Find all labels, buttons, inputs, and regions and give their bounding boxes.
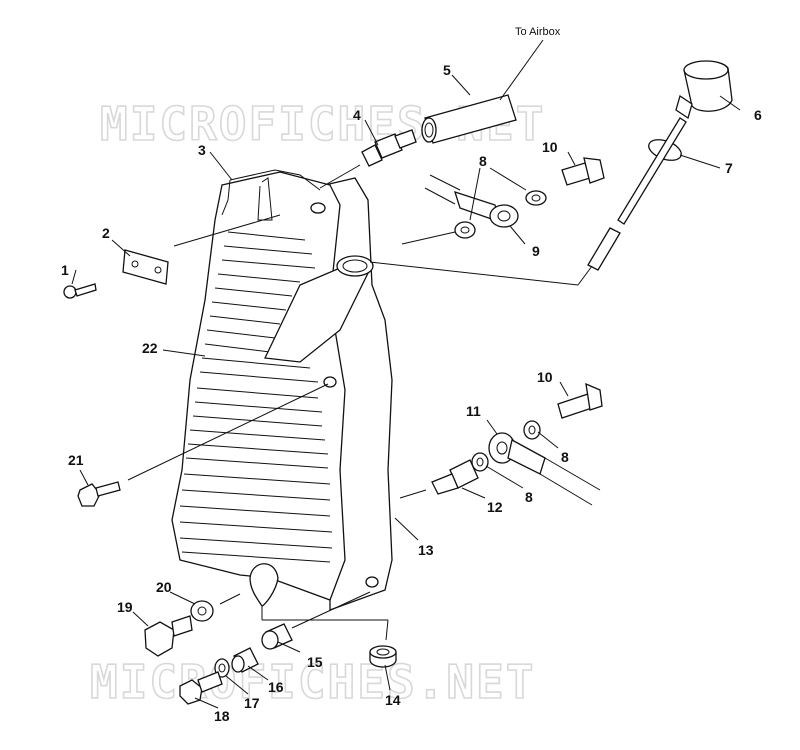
part-10-bolt-top [561, 157, 605, 186]
callout-2: 2 [102, 225, 110, 241]
callout-8-right-b: 8 [525, 489, 533, 505]
callout-8-right-a: 8 [561, 449, 569, 465]
oil-tank [171, 169, 393, 611]
part-4-fitting [361, 129, 417, 167]
part-2-bracket [122, 249, 169, 285]
part-16-spacer [231, 647, 259, 673]
callout-19: 19 [117, 599, 133, 615]
callout-4: 4 [353, 107, 361, 123]
callout-16: 16 [268, 679, 284, 695]
watermark-bottom: MICROFICHES.NET [90, 655, 535, 709]
callout-17: 17 [244, 695, 260, 711]
callout-15: 15 [307, 654, 323, 670]
leader-lines [71, 39, 741, 709]
callout-22: 22 [142, 340, 158, 356]
callout-8-top: 8 [479, 153, 487, 169]
part-9-banjo-fitting [424, 174, 519, 228]
part-18-bolt [179, 671, 223, 705]
callout-3: 3 [198, 142, 206, 158]
note-to-airbox: To Airbox [515, 26, 561, 38]
part-10-bolt-right [557, 382, 603, 419]
part-1-screw [63, 283, 97, 299]
dipstick-rod [587, 117, 687, 271]
part-20-washer [190, 600, 214, 622]
callout-14: 14 [385, 692, 401, 708]
part-15-grommet [261, 623, 293, 650]
callout-12: 12 [487, 499, 503, 515]
part-12-fitting [431, 459, 479, 495]
part-19-drain-bolt [144, 615, 193, 657]
callout-6: 6 [754, 107, 762, 123]
callout-20: 20 [156, 579, 172, 595]
part-8-washers-right [471, 420, 541, 472]
callout-1: 1 [61, 262, 69, 278]
callout-labels: To Airbox 1 2 3 4 5 6 7 8 8 8 9 10 10 11… [61, 26, 762, 724]
callout-18: 18 [214, 708, 230, 724]
callout-10-top: 10 [542, 139, 558, 155]
callout-21: 21 [68, 452, 84, 468]
callout-7: 7 [725, 160, 733, 176]
tank-ribs [179, 231, 333, 563]
part-5-hose [421, 94, 517, 144]
part-6-dipstick-cap [675, 60, 733, 120]
callout-13: 13 [418, 542, 434, 558]
callout-10-right: 10 [537, 369, 553, 385]
callout-9: 9 [532, 243, 540, 259]
part-21-bolt [77, 481, 121, 507]
part-14-grommet [369, 645, 397, 668]
part-8-washers-top [454, 190, 547, 239]
part-11-banjo-fitting [488, 432, 601, 506]
callout-11: 11 [466, 403, 481, 419]
callout-5: 5 [443, 62, 451, 78]
